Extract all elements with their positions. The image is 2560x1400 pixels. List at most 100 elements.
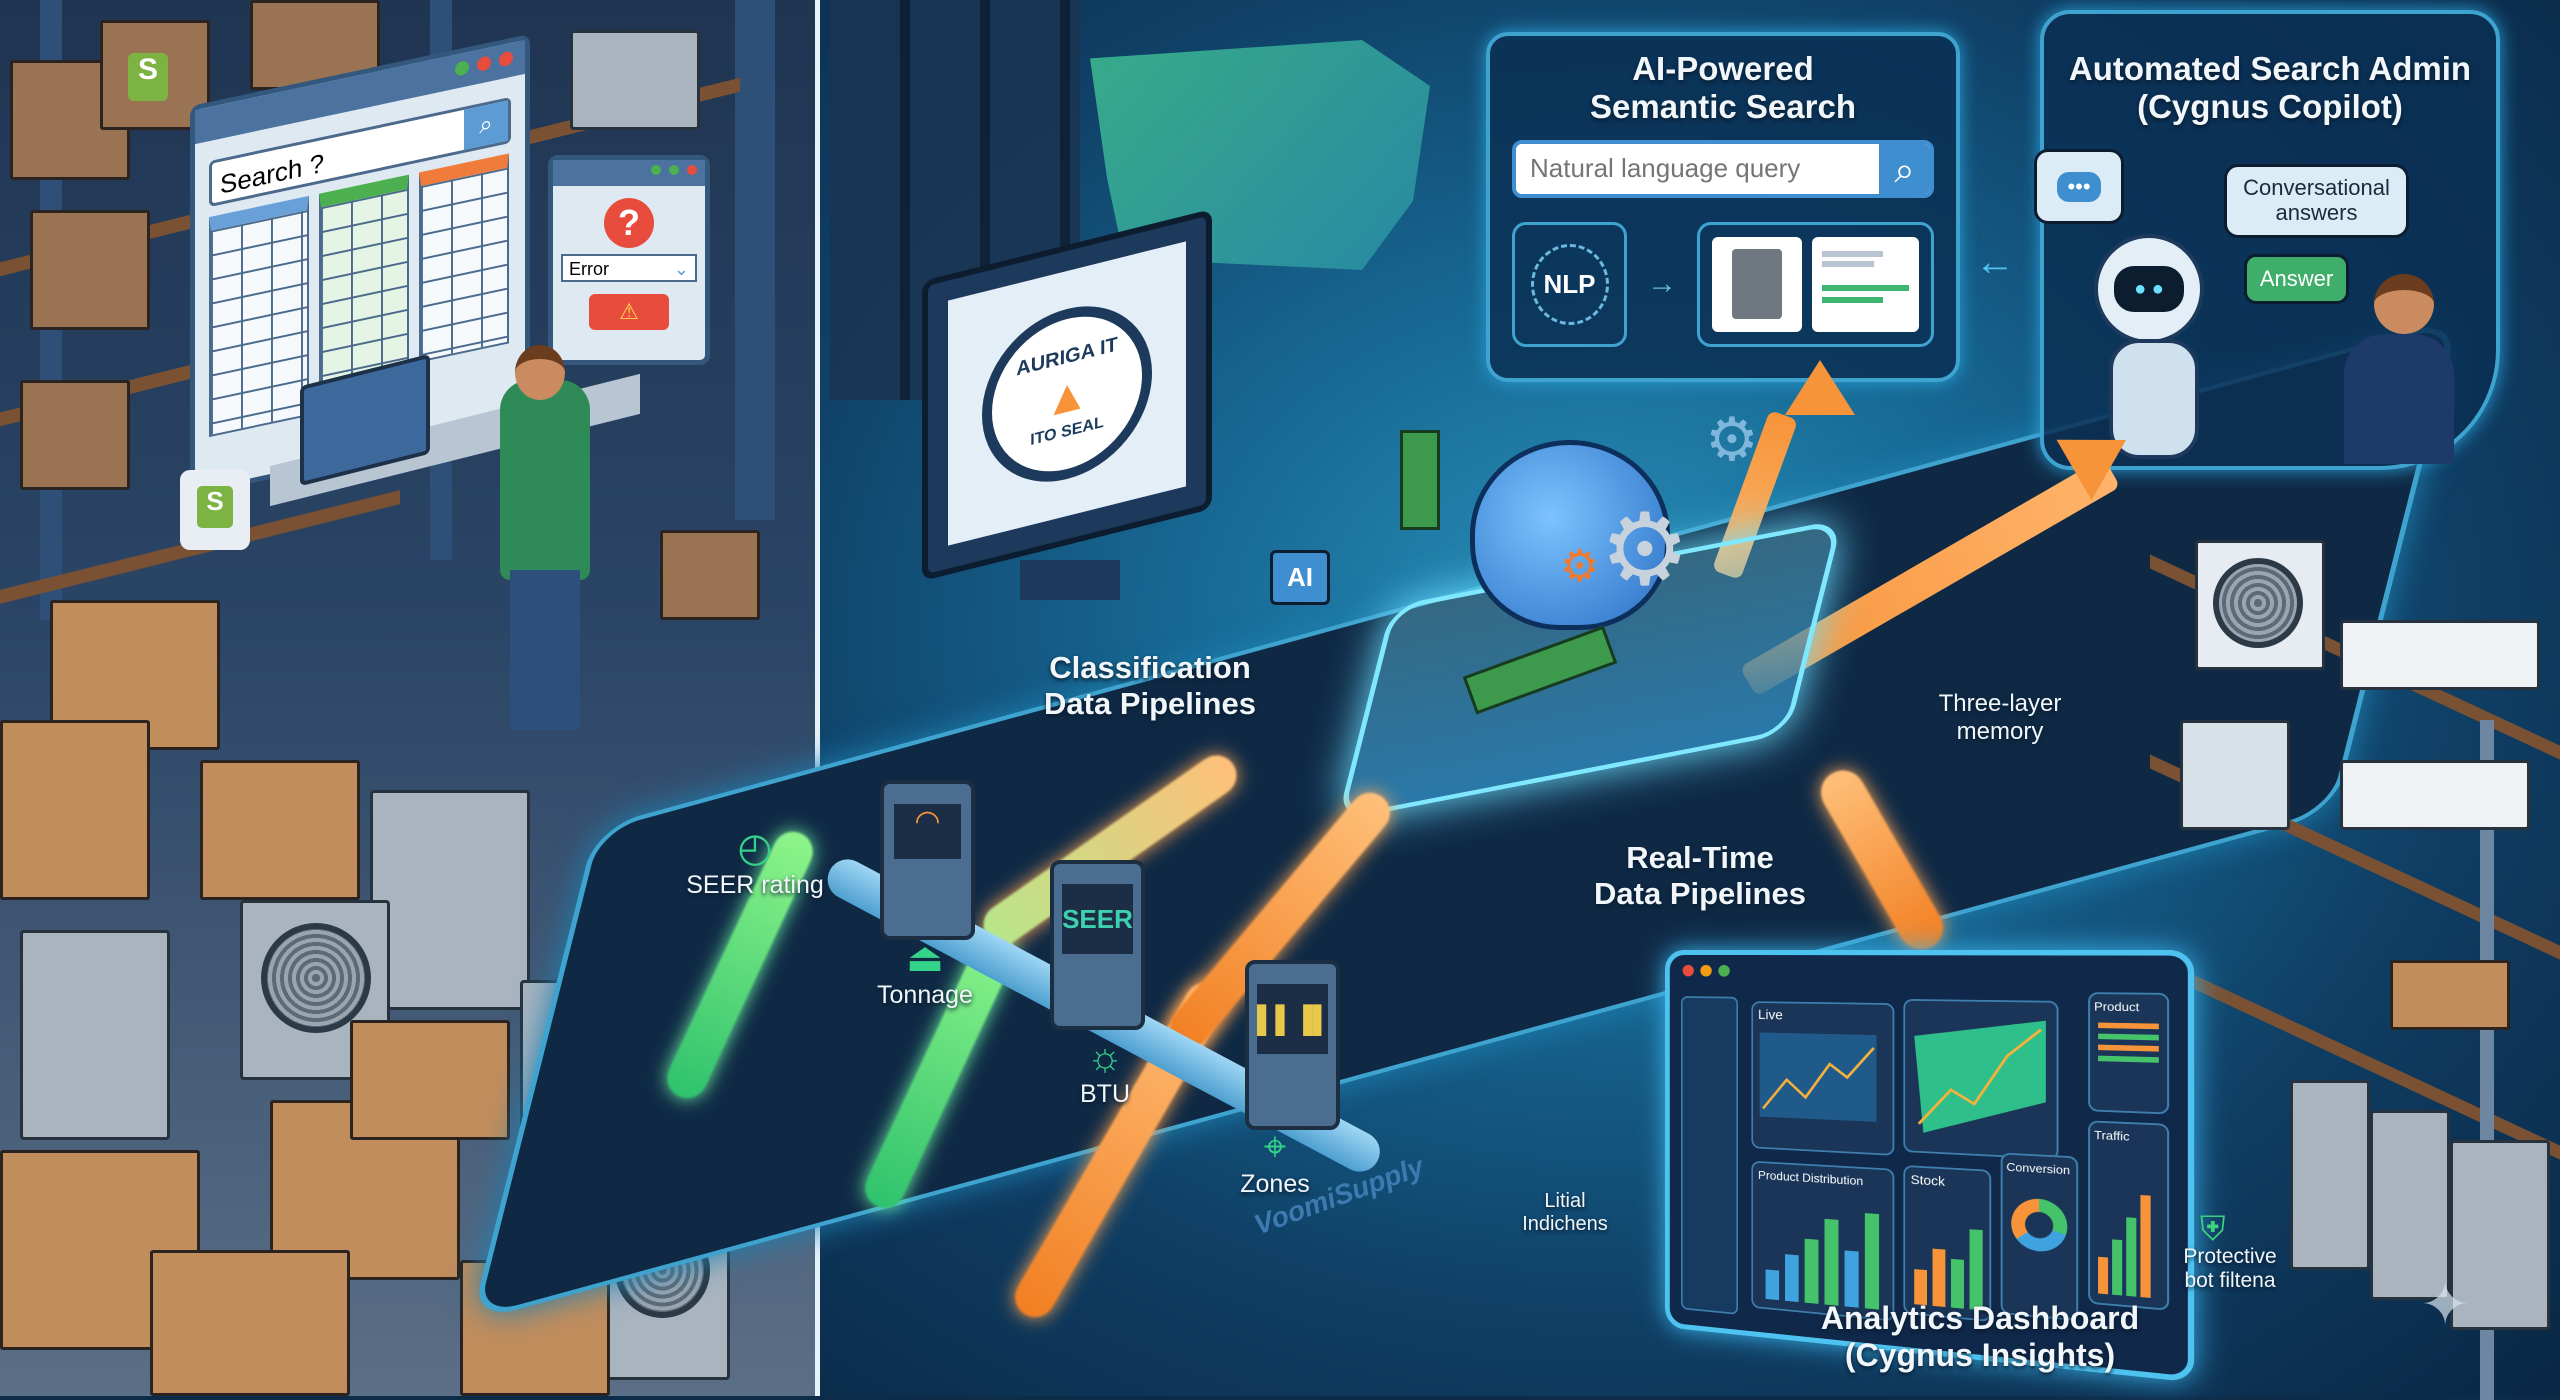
device-screen-text: SEER xyxy=(1062,884,1133,954)
copilot-title-2: (Cygnus Copilot) xyxy=(2044,88,2496,126)
natural-language-query-input[interactable] xyxy=(1516,144,1879,194)
spreadsheet-table xyxy=(419,153,509,362)
search-icon[interactable]: ⌕ xyxy=(1879,144,1930,194)
cardboard-box xyxy=(0,720,150,900)
gear-icon: ⚙ xyxy=(1705,410,1759,470)
attribute-zones: ⌖Zones xyxy=(1210,1125,1340,1199)
donut-chart-icon xyxy=(2011,1197,2067,1253)
callout-line-1: Litial xyxy=(1500,1190,1630,1213)
chevron-down-icon: ⌄ xyxy=(674,259,689,277)
classification-title-1: Classification xyxy=(1010,650,1290,686)
realtime-title-2: Data Pipelines xyxy=(1560,876,1840,912)
dashboard-card-live[interactable]: Live xyxy=(1751,1001,1894,1156)
attribute-label: Zones xyxy=(1210,1170,1340,1199)
robot-head: ● ● xyxy=(2094,234,2204,344)
callout-line-2: Indichens xyxy=(1500,1213,1630,1236)
equipment-box xyxy=(570,30,700,130)
classification-title-2: Data Pipelines xyxy=(1010,686,1290,722)
platform-callout: LitialIndichens xyxy=(1500,1190,1630,1236)
card-title: Product xyxy=(2090,994,2167,1020)
gear-icon: ⚙ xyxy=(1600,500,1690,600)
dashboard-card-product-distribution[interactable]: Product Distribution xyxy=(1751,1161,1894,1322)
protective-line-2: bot filtena xyxy=(2150,1269,2310,1293)
line-chart-icon xyxy=(1753,1028,1883,1135)
mini-split-unit xyxy=(2340,620,2540,690)
cardboard-box xyxy=(150,1250,350,1396)
auriga-seal-logo: AURIGA IT ▲ ITO SEAL xyxy=(982,287,1152,499)
shield-check-icon: ⛨ xyxy=(2200,1210,2226,1249)
semantic-search-title-2: Semantic Search xyxy=(1490,88,1956,126)
dashboard-card-map[interactable] xyxy=(1903,999,2058,1160)
error-dropdown[interactable]: Error⌄ xyxy=(561,254,697,282)
monitor-stand xyxy=(1020,560,1120,600)
classifier-device: SEER xyxy=(1050,860,1145,1030)
ac-unit xyxy=(2195,540,2325,670)
product-thumbnail xyxy=(1712,237,1802,332)
fan-icon xyxy=(2213,558,2303,648)
shelf-post xyxy=(735,0,775,520)
protective-bot-filter-label: Protectivebot filtena xyxy=(2150,1245,2310,1293)
dashboard-card-stock[interactable]: Stock xyxy=(1903,1165,1991,1322)
shopping-bag-icon: S xyxy=(180,470,250,550)
person-head xyxy=(2374,274,2434,334)
weight-icon: ⏏ xyxy=(850,935,1000,981)
person-body xyxy=(2344,334,2454,464)
map-chart-icon xyxy=(1905,1001,2055,1157)
card-title: Product Distribution xyxy=(1753,1163,1892,1195)
classifier-device: ◠ xyxy=(880,780,975,940)
semantic-search-bar[interactable]: ⌕ xyxy=(1512,140,1934,198)
dashboard-title-1: Analytics Dashboard xyxy=(1790,1300,2170,1337)
cardboard-box xyxy=(30,210,150,330)
worker-legs xyxy=(510,570,580,730)
attribute-label: BTU xyxy=(1040,1080,1170,1109)
ac-unit xyxy=(2180,720,2290,830)
gauge-icon: ◴ xyxy=(660,825,850,871)
cardboard-box xyxy=(2390,960,2510,1030)
bar-chart-icon: ▌▌▐▌ xyxy=(1257,984,1328,1054)
classifier-device: ▌▌▐▌ xyxy=(1245,960,1340,1130)
answer-bubble: Answer xyxy=(2244,254,2349,304)
worker-head xyxy=(515,345,565,400)
copilot-title-1: Automated Search Admin xyxy=(2044,50,2496,88)
nlp-box: NLP xyxy=(1512,222,1627,347)
results-box xyxy=(1697,222,1934,347)
arrow-right-icon: → xyxy=(1647,267,1677,301)
arrow-up-icon xyxy=(1785,360,1855,415)
card-title: Stock xyxy=(1905,1167,1989,1198)
worker-person xyxy=(500,380,590,580)
spreadsheet-table xyxy=(319,175,409,394)
semantic-search-title-1: AI-Powered xyxy=(1490,50,1956,88)
attribute-label: SEER rating xyxy=(660,871,850,900)
memory-label-2: memory xyxy=(1900,718,2100,746)
hvac-unit xyxy=(370,790,530,1010)
attribute-seer-rating: ◴SEER rating xyxy=(660,825,850,900)
card-title: Traffic xyxy=(2090,1122,2167,1151)
open-box xyxy=(660,530,760,620)
location-pin-icon: ⌖ xyxy=(1210,1125,1340,1170)
semantic-search-panel: AI-Powered Semantic Search ⌕ NLP → xyxy=(1486,32,1960,382)
result-document-icon xyxy=(1812,237,1919,332)
open-box xyxy=(350,1020,510,1140)
search-icon[interactable]: ⌕ xyxy=(464,101,508,150)
card-title: Live xyxy=(1753,1003,1892,1031)
attribute-btu: ☼BTU xyxy=(1040,1035,1170,1109)
dashboard-title-2: (Cygnus Insights) xyxy=(1790,1337,2170,1374)
memory-module xyxy=(1400,430,1440,530)
copilot-panel: Automated Search Admin (Cygnus Copilot) … xyxy=(2040,10,2500,470)
dashboard-sidebar xyxy=(1681,996,1738,1315)
furnace-unit xyxy=(20,930,170,1140)
attribute-label: Tonnage xyxy=(850,981,1000,1010)
cardboard-box xyxy=(200,760,360,900)
mini-split-unit xyxy=(2340,760,2530,830)
ai-chip-icon: AI xyxy=(1270,550,1330,605)
attribute-tonnage: ⏏Tonnage xyxy=(850,935,1000,1010)
three-layer-memory-label: Three-layermemory xyxy=(1900,690,2100,745)
realtime-pipelines-title: Real-TimeData Pipelines xyxy=(1560,840,1840,911)
dashboard-card-product[interactable]: Product xyxy=(2088,992,2169,1114)
fan-icon xyxy=(261,923,371,1033)
error-popup: ? Error⌄ ⚠ xyxy=(548,155,710,365)
sun-gear-icon: ☼ xyxy=(1040,1035,1170,1080)
dashboard-card-conversion[interactable]: Conversion xyxy=(2001,1153,2079,1321)
gear-icon: ⚙ xyxy=(1560,545,1599,589)
warning-icon[interactable]: ⚠ xyxy=(589,294,669,330)
